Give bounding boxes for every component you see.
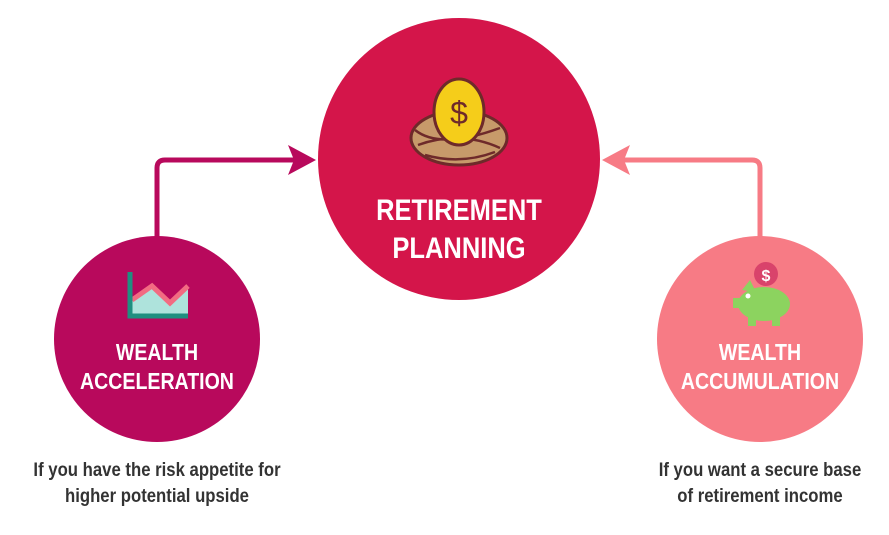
left-caption-line1: If you have the risk appetite for (33, 460, 281, 481)
right-title-line2: ACCUMULATION (680, 367, 840, 394)
wealth-acceleration-title: WEALTH ACCELERATION (69, 338, 244, 396)
right-title-line1: WEALTH (718, 339, 802, 365)
left-title-line2: ACCELERATION (80, 367, 234, 394)
right-caption-line2: of retirement income (677, 485, 843, 507)
left-caption-line2: higher potential upside (65, 485, 249, 507)
center-title-line1: RETIREMENT (376, 194, 542, 227)
left-title-line1: WEALTH (115, 339, 199, 365)
right-arrow (618, 157, 763, 240)
left-arrow (154, 157, 300, 240)
wealth-acceleration-caption: If you have the risk appetite for higher… (1, 458, 313, 509)
wealth-accumulation-title: WEALTH ACCUMULATION (672, 338, 847, 396)
wealth-accumulation-caption: If you want a secure base of retirement … (619, 458, 889, 509)
retirement-planning-title: RETIREMENT PLANNING (339, 192, 579, 267)
center-title-line2: PLANNING (392, 231, 526, 265)
left-arrowhead (288, 145, 316, 175)
right-caption-line1: If you want a secure base (658, 460, 862, 481)
svg-text:$: $ (450, 95, 468, 131)
right-arrowhead (602, 145, 630, 175)
svg-text:$: $ (762, 268, 771, 285)
wealth-acceleration-circle (54, 236, 260, 442)
